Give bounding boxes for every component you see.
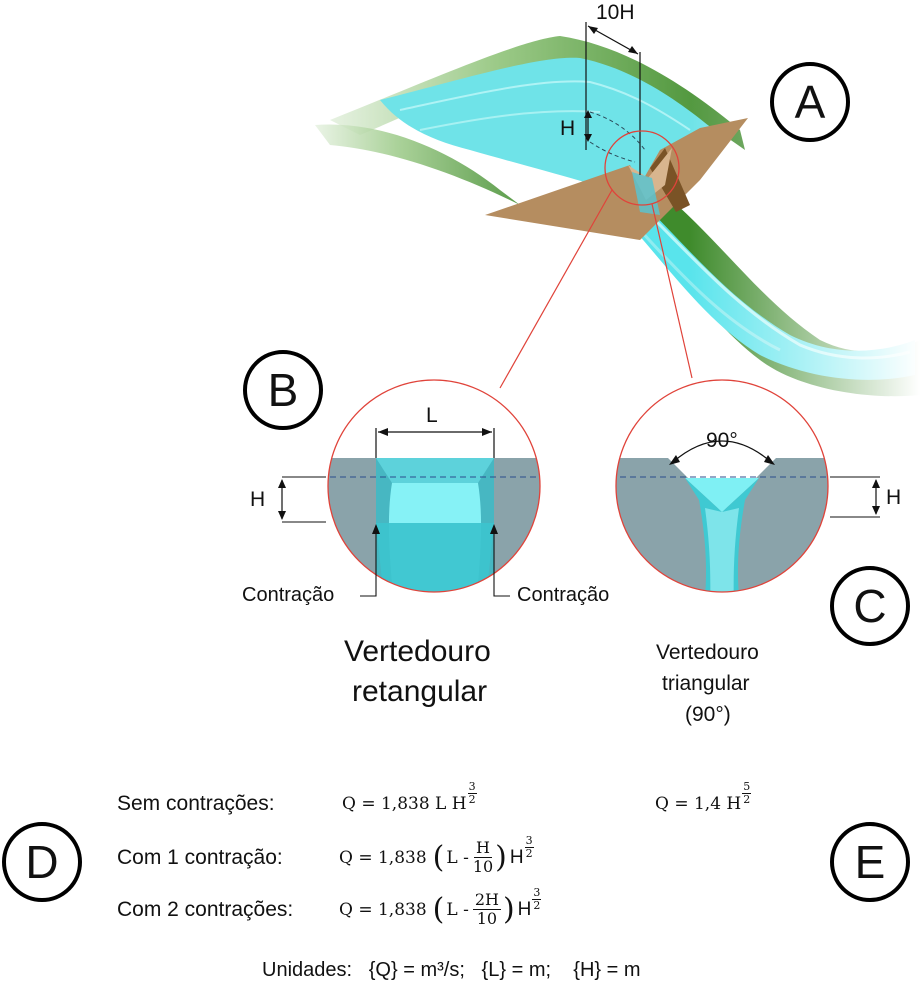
formula-com1-exponent: 3 2: [524, 833, 534, 860]
formula-com1-label: Com 1 contração:: [117, 846, 283, 869]
angle-90-label: 90°: [706, 429, 738, 452]
rect-weir-title-line1: Vertedouro: [344, 635, 491, 668]
formula-tri-exp-den: 2: [743, 792, 751, 806]
formula-com2-close-paren: ): [502, 892, 515, 927]
formula-com1-frac-num: H: [474, 838, 492, 858]
formula-row-com2: Com 2 contrações: Q = 1,838 ( L - 2H 10 …: [117, 886, 542, 934]
formula-com1-lhs: Q = 1,838: [339, 848, 427, 868]
formula-sem-lhs: Q = 1,838 L H: [342, 794, 467, 814]
formula-com2-exponent: 3 2: [532, 885, 542, 912]
formula-row-com1: Com 1 contração: Q = 1,838 ( L - H 10 ) …: [117, 834, 534, 882]
formula-com1-open-paren: (: [432, 840, 445, 875]
channel-illustration: [0, 0, 920, 400]
units-line: Unidades: {Q} = m³/s; {L} = m; {H} = m: [262, 959, 641, 981]
formula-row-sem: Sem contrações: Q = 1,838 L H 3 2: [117, 781, 477, 827]
badge-a: A: [770, 62, 850, 142]
formula-sem-exp-num: 3: [467, 779, 477, 794]
tri-weir-detail: [615, 379, 880, 593]
formula-com2-inner: L -: [446, 900, 469, 920]
tri-weir-title-line3: (90°): [685, 703, 731, 726]
zoom-circle: [604, 130, 680, 206]
formula-sem-exponent: 3 2: [467, 779, 477, 806]
formula-com2-exp-num: 3: [532, 885, 542, 900]
dimension-l-label: L: [426, 404, 438, 427]
formula-com1-close-paren: ): [495, 840, 507, 875]
formula-com2-exp-den: 2: [533, 898, 541, 912]
formula-com2-fraction: 2H 10: [472, 890, 501, 928]
badge-d: D: [2, 822, 82, 902]
formula-sem-expression: Q = 1,838 L H 3 2: [342, 781, 477, 816]
formula-com1-inner: L -: [446, 848, 469, 868]
formula-tri-exp-num: 5: [742, 779, 752, 794]
formula-sem-exp-den: 2: [468, 792, 476, 806]
formula-com2-label: Com 2 contrações:: [117, 898, 294, 921]
formula-com2-frac-num: 2H: [472, 890, 501, 910]
formula-tri-expression: Q = 1,4 H 5 2: [655, 781, 752, 816]
badge-c: C: [830, 566, 910, 646]
formula-com2-frac-den: 10: [476, 909, 498, 928]
formula-com1-fraction: H 10: [472, 838, 494, 876]
formula-row-tri: Q = 1,4 H 5 2: [655, 781, 752, 827]
badge-e: E: [830, 822, 910, 902]
dimension-10h-label: 10H: [596, 1, 635, 24]
tri-weir-title-line2: triangular: [662, 672, 750, 695]
formula-com2-open-paren: (: [432, 892, 445, 927]
formula-com1-exp-num: 3: [524, 833, 534, 848]
formula-com1-expression: Q = 1,838 ( L - H 10 ) H 3 2: [339, 835, 534, 876]
dimension-h-left-label: H: [250, 488, 266, 511]
formula-com1-h: H: [509, 847, 524, 868]
contraction-right-label: Contração: [517, 584, 610, 606]
formula-com2-lhs: Q = 1,838: [339, 900, 427, 920]
formula-sem-label: Sem contrações:: [117, 792, 275, 815]
formula-com1-exp-den: 2: [525, 846, 533, 860]
badge-b: B: [243, 350, 323, 430]
rect-weir-title-line2: retangular: [352, 675, 488, 708]
contraction-left-label: Contração: [242, 584, 335, 606]
dimension-h-top-label: H: [560, 117, 576, 140]
dimension-h-right-label: H: [886, 486, 902, 509]
rect-weir-detail: [278, 379, 541, 597]
formula-tri-lhs: Q = 1,4 H: [655, 794, 742, 814]
tri-weir-title-line1: Vertedouro: [656, 641, 759, 664]
formula-com1-frac-den: 10: [472, 857, 494, 876]
formula-com2-h: H: [517, 899, 532, 920]
weir-plate: [485, 118, 748, 240]
formula-com2-expression: Q = 1,838 ( L - 2H 10 ) H 3 2: [339, 887, 542, 928]
formula-tri-exponent: 5 2: [742, 779, 752, 806]
